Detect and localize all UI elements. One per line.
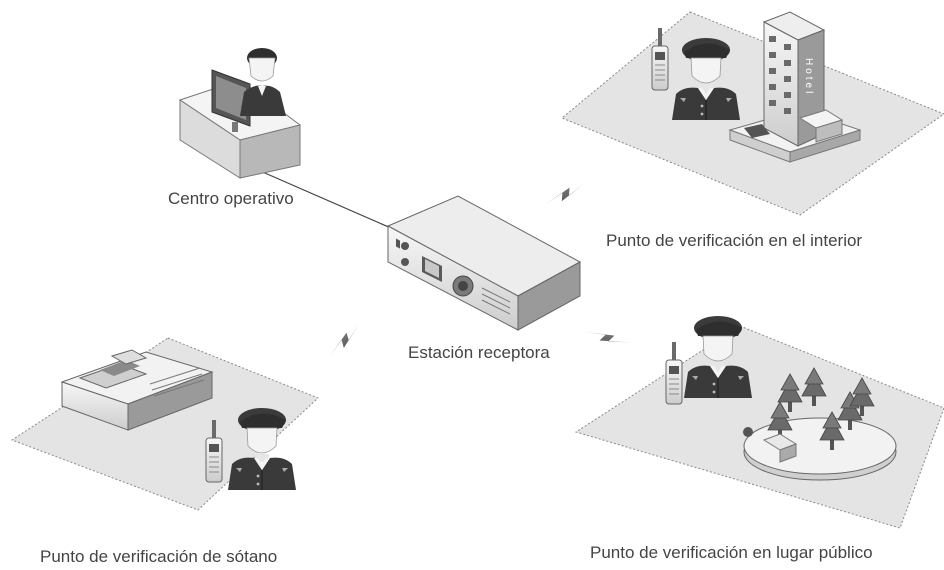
lightning-signal-icon — [543, 182, 588, 204]
label-receiving-station: Estación receptora — [408, 343, 550, 362]
public-ground-plate — [574, 325, 944, 529]
hotel-building-icon: Hotel — [728, 11, 862, 163]
label-public-checkpoint: Punto de verificación en lugar público — [590, 543, 873, 562]
radio-station-icon — [386, 195, 582, 331]
operator-at-desk-icon — [178, 48, 302, 179]
hotel-sign: Hotel — [803, 58, 814, 96]
lightning-signal-icon — [323, 322, 367, 356]
lightning-signal-icon — [586, 320, 630, 355]
label-indoor-checkpoint: Punto de verificación en el interior — [606, 231, 862, 250]
indoor-ground-plate — [561, 11, 944, 216]
park-trees-icon — [743, 367, 897, 481]
guard-with-radio-icon — [665, 341, 683, 405]
label-basement-checkpoint: Punto de verificación de sótano — [40, 547, 277, 566]
wired-link — [257, 169, 401, 233]
label-operations-center: Centro operativo — [168, 189, 294, 208]
charger-base-icon — [60, 349, 214, 431]
